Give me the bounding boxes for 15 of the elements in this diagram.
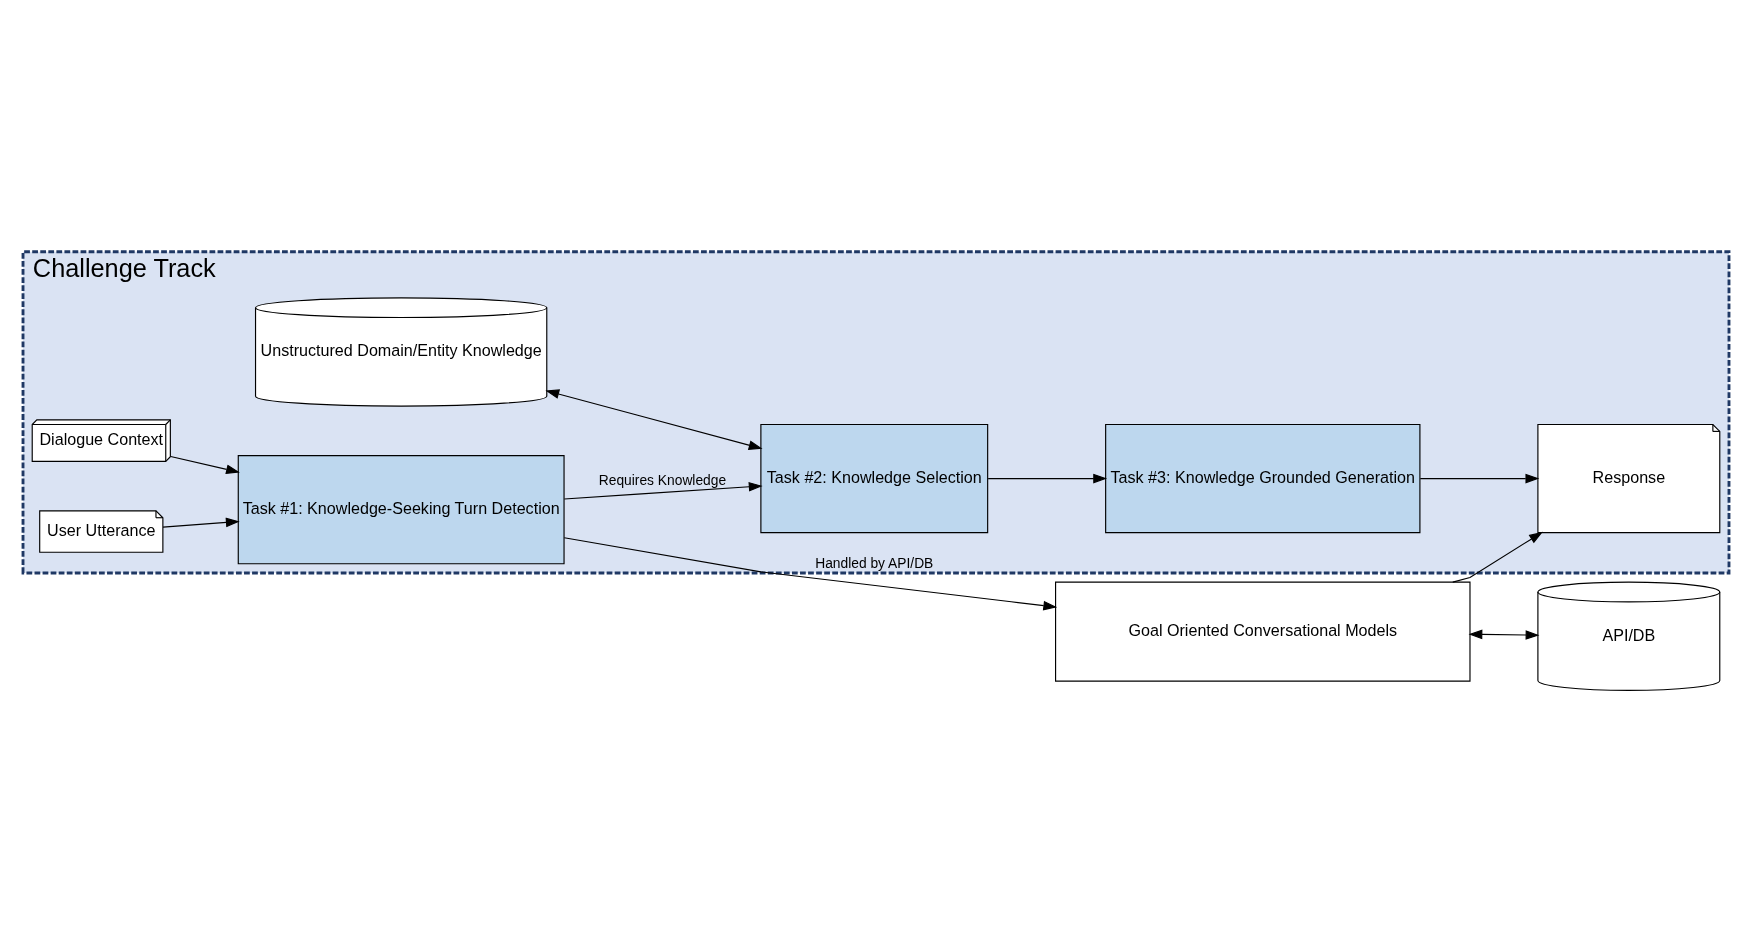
arrow: [1452, 531, 1543, 583]
arrow: [170, 455, 240, 474]
arrow: [563, 481, 763, 500]
arrow: [545, 388, 763, 450]
node-box: Task #2: Knowledge Selection: [760, 423, 989, 533]
arrow: [1419, 473, 1540, 483]
arrow: [1468, 629, 1540, 640]
node-box: Task #3: Knowledge Grounded Generation: [1105, 423, 1421, 533]
edge-label: Handled by API/DB: [815, 554, 934, 571]
node-box: Goal Oriented Conversational Models: [1055, 581, 1471, 682]
arrow: [987, 473, 1108, 483]
arrow: [563, 536, 1058, 610]
edge-label: Requires Knowledge: [598, 471, 727, 488]
arrow: [162, 517, 240, 528]
node-box: Task #1: Knowledge-Seeking Turn Detection: [237, 454, 565, 564]
